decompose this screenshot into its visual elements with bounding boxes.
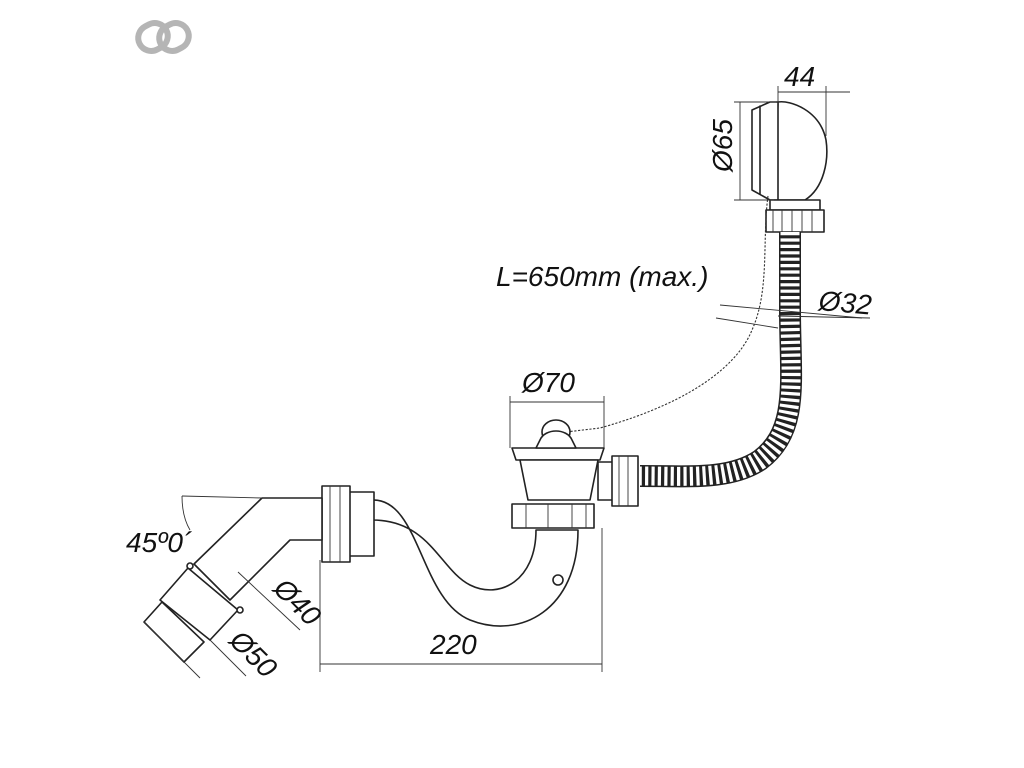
hose-length-label: L=650mm (max.)	[496, 261, 708, 292]
waste-diameter-label: Ø70	[521, 367, 575, 398]
outlet-outer-diameter-label: Ø50	[223, 624, 283, 684]
dimension-lines	[143, 86, 871, 679]
hose-diameter-label: Ø32	[816, 285, 873, 321]
overflow-head	[751, 100, 828, 233]
trap-length-label: 220	[429, 629, 477, 660]
waste-outlet-body	[511, 419, 639, 529]
outlet-inner-diameter-label: Ø40	[267, 572, 327, 632]
corrugated-overflow-hose	[639, 232, 803, 488]
hose-break-line	[715, 317, 779, 329]
chain-link-logo-icon	[135, 20, 192, 54]
plug-chain	[565, 195, 769, 433]
overflow-diameter-label: Ø65	[707, 119, 738, 173]
overflow-depth-label: 44	[784, 61, 815, 92]
outlet-angle-label: 45º0´	[126, 527, 192, 558]
s-trap-bend	[321, 485, 579, 627]
hose-break-line	[719, 304, 863, 319]
